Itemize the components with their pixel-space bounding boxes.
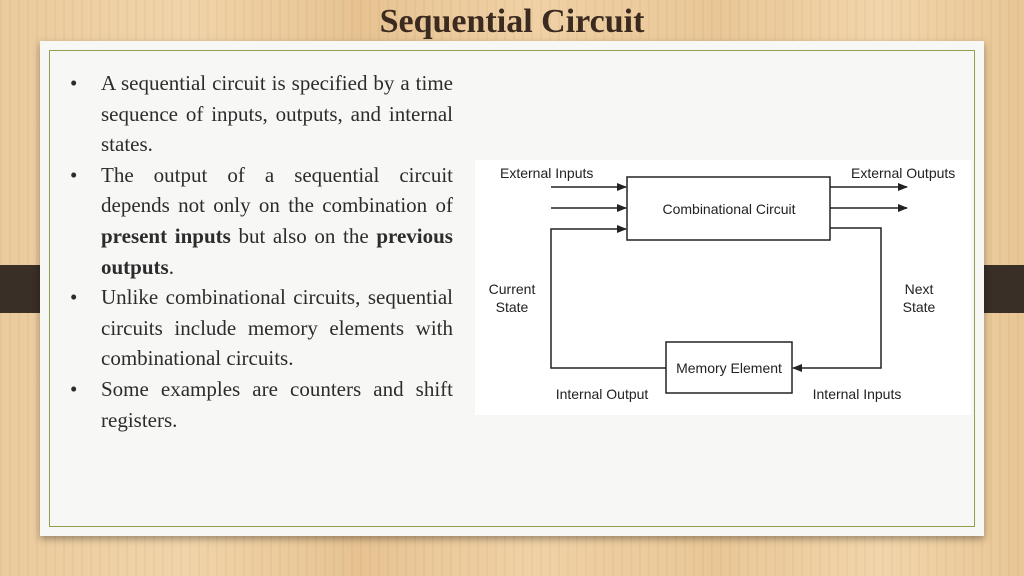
bullet-text: Unlike combinational circuits, sequentia… xyxy=(101,285,453,371)
bullet-text: but also on the xyxy=(230,223,377,248)
bullet-marker: • xyxy=(70,162,78,187)
external-inputs-label: External Inputs xyxy=(500,165,593,181)
sequential-circuit-diagram: Combinational Circuit Memory Element Ext… xyxy=(475,160,971,415)
bullet-emphasis: previous outputs xyxy=(101,223,453,279)
bullet-marker: • xyxy=(70,285,78,310)
bullet-marker: • xyxy=(70,71,78,95)
external-outputs-label: External Outputs xyxy=(851,165,955,181)
bullet-text: The output of a sequential circuit depen… xyxy=(101,162,453,218)
bullet-text: Some examples are counters and shift reg… xyxy=(101,376,453,432)
memory-element-box xyxy=(665,341,793,394)
combinational-circuit-box xyxy=(626,176,831,241)
next-state-label-line2: State xyxy=(903,299,936,315)
panel-border xyxy=(49,50,975,527)
bullet-text: A sequential circuit is specified by a t… xyxy=(101,71,453,157)
bullet-text: . xyxy=(168,254,174,279)
memory-element-label: Memory Element xyxy=(676,360,782,376)
bullet-marker: • xyxy=(70,376,78,401)
bullet-item: • The output of a sequential circuit depe… xyxy=(70,160,453,282)
bullet-item: • Some examples are counters and shift re… xyxy=(70,374,453,435)
next-state-line xyxy=(792,227,882,372)
next-state-label-line1: Next xyxy=(905,281,934,297)
current-state-label-line1: Current xyxy=(489,281,536,297)
bullet-item: • A sequential circuit is specified by a … xyxy=(70,68,453,160)
internal-output-label: Internal Output xyxy=(556,386,649,402)
bullet-list: • A sequential circuit is specified by a … xyxy=(70,68,453,435)
current-state-line xyxy=(550,225,666,369)
internal-inputs-label: Internal Inputs xyxy=(813,386,902,402)
current-state-label-line2: State xyxy=(496,299,529,315)
bullet-item: • Unlike combinational circuits, sequenti… xyxy=(70,282,453,374)
slide-title: Sequential Circuit xyxy=(379,3,645,40)
combinational-circuit-label: Combinational Circuit xyxy=(662,201,795,217)
bullet-emphasis: present inputs xyxy=(101,223,231,248)
